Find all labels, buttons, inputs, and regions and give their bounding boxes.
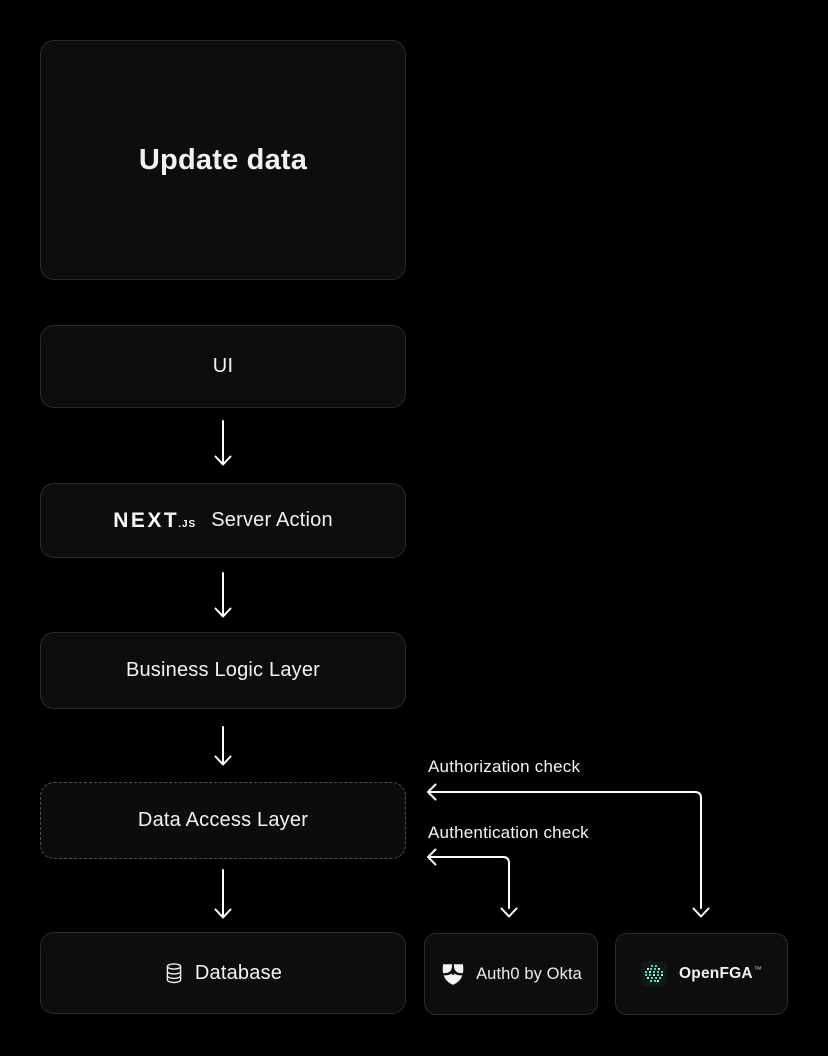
node-data-access-layer: Data Access Layer <box>40 782 406 859</box>
openfga-pixel-globe-icon <box>641 961 668 987</box>
arrow-server-action-to-business-logic <box>214 572 232 618</box>
authorization-check-label: Authorization check <box>428 757 581 776</box>
node-business-logic-layer: Business Logic Layer <box>40 632 406 709</box>
node-auth0: Auth0 by Okta <box>424 933 598 1015</box>
nextjs-logo-text: NEXT <box>113 508 180 532</box>
node-business-logic-layer-label: Business Logic Layer <box>125 659 321 681</box>
authentication-check-label: Authentication check <box>428 823 589 842</box>
arrow-authorization-check <box>427 783 710 918</box>
node-server-action: NEXT .JS Server Action <box>40 483 406 558</box>
nextjs-logo-suffix: .JS <box>178 518 197 530</box>
node-openfga-label: OpenFGA™ <box>679 964 762 983</box>
database-cylinder-icon <box>166 962 182 983</box>
auth0-shield-icon <box>442 964 464 985</box>
node-data-access-layer-label: Data Access Layer <box>137 809 309 831</box>
arrow-data-access-to-database <box>214 869 232 919</box>
node-database-label: Database <box>194 961 283 984</box>
arrow-ui-to-server-action <box>214 420 232 466</box>
node-ui-label: UI <box>212 355 234 377</box>
node-openfga: OpenFGA™ <box>615 933 788 1015</box>
node-server-action-label: Server Action <box>211 509 333 531</box>
arrow-business-logic-to-data-access <box>214 726 232 766</box>
nextjs-wordmark-logo: NEXT .JS <box>113 509 196 533</box>
node-auth0-label: Auth0 by Okta <box>476 964 582 983</box>
node-update-data: Update data <box>40 40 406 280</box>
node-database: Database <box>40 932 406 1014</box>
node-update-data-label: Update data <box>138 143 308 176</box>
openfga-trademark: ™ <box>753 964 762 974</box>
arrow-authentication-check <box>427 848 518 918</box>
node-ui: UI <box>40 325 406 408</box>
